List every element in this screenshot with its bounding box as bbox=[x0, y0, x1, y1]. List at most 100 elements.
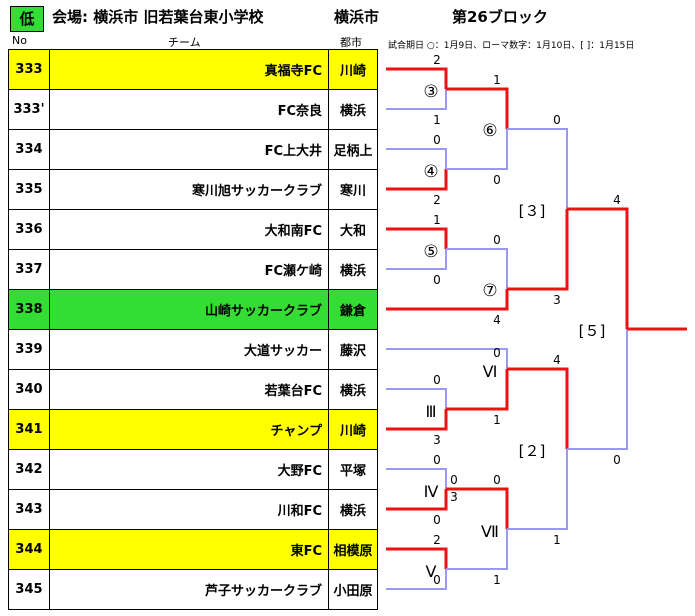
bracket-line bbox=[386, 569, 447, 590]
team-number: 339 bbox=[8, 329, 50, 370]
team-name: 東FC bbox=[49, 529, 329, 570]
score: 0 bbox=[433, 273, 441, 287]
team-name: FC瀬ケ崎 bbox=[49, 249, 329, 290]
score: 3 bbox=[450, 490, 458, 504]
score: 0 bbox=[433, 453, 441, 467]
bracket-line bbox=[386, 227, 448, 249]
bracket-line bbox=[386, 67, 448, 89]
team-name: 大野FC bbox=[49, 449, 329, 490]
score: 3 bbox=[433, 433, 441, 447]
bracket-line bbox=[446, 487, 509, 529]
bracket-line bbox=[386, 169, 448, 191]
bracket-line bbox=[507, 128, 568, 209]
team-city: 川崎 bbox=[328, 49, 378, 90]
team-city: 横浜 bbox=[328, 249, 378, 290]
team-number: 337 bbox=[8, 249, 50, 290]
match-VI-label: Ⅵ bbox=[483, 362, 498, 381]
round-5-label: [５] bbox=[579, 322, 606, 340]
bracket-line bbox=[386, 249, 447, 270]
team-name: FC上大井 bbox=[49, 129, 329, 170]
match-4-label: ④ bbox=[423, 162, 438, 182]
team-name: 川和FC bbox=[49, 489, 329, 530]
match-3-label: ③ bbox=[423, 82, 438, 102]
team-name: 山崎サッカークラブ bbox=[49, 289, 329, 330]
match-IV-label: Ⅳ bbox=[424, 482, 439, 501]
team-name: 真福寺FC bbox=[49, 49, 329, 90]
team-number: 334 bbox=[8, 129, 50, 170]
bracket-line bbox=[386, 468, 447, 489]
team-city: 川崎 bbox=[328, 409, 378, 450]
score: 0 bbox=[613, 453, 621, 467]
bracket-line bbox=[386, 289, 509, 311]
bracket-line bbox=[446, 87, 509, 129]
team-number: 335 bbox=[8, 169, 50, 210]
score: 1 bbox=[433, 213, 441, 227]
team-number: 336 bbox=[8, 209, 50, 250]
match-V-label: Ⅴ bbox=[426, 562, 437, 581]
team-city: 足柄上 bbox=[328, 129, 378, 170]
score: 4 bbox=[613, 193, 621, 207]
match-6-label: ⑥ bbox=[482, 121, 497, 141]
bracket-line bbox=[386, 388, 447, 409]
round-3-label: [３] bbox=[519, 202, 546, 220]
round-2-label: [２] bbox=[519, 442, 546, 460]
team-city: 平塚 bbox=[328, 449, 378, 490]
bracket-line bbox=[386, 547, 448, 569]
team-city: 横浜 bbox=[328, 89, 378, 130]
column-header-team: チーム bbox=[168, 36, 201, 49]
team-name: 芦子サッカークラブ bbox=[49, 569, 329, 610]
team-name: 大道サッカー bbox=[49, 329, 329, 370]
match-7-label: ⑦ bbox=[482, 281, 497, 301]
score: 0 bbox=[493, 473, 501, 487]
team-city: 藤沢 bbox=[328, 329, 378, 370]
team-number: 344 bbox=[8, 529, 50, 570]
team-city: 鎌倉 bbox=[328, 289, 378, 330]
bracket-line bbox=[507, 367, 569, 449]
column-header-city: 都市 bbox=[340, 36, 362, 49]
score: 4 bbox=[493, 313, 501, 327]
team-number: 345 bbox=[8, 569, 50, 610]
score: 0 bbox=[433, 373, 441, 387]
bracket-line bbox=[386, 489, 448, 511]
bracket-line bbox=[446, 129, 508, 170]
match-5-label: ⑤ bbox=[423, 242, 438, 262]
bracket-line bbox=[386, 89, 447, 110]
team-number: 343 bbox=[8, 489, 50, 530]
team-row: 333'FC奈良横浜 bbox=[8, 89, 378, 130]
schedule-note: 試合期日 ○：1月9日、ローマ数字：1月10日、[ ]：1月15日 bbox=[388, 41, 635, 51]
bracket-line bbox=[507, 209, 569, 291]
team-city: 大和 bbox=[328, 209, 378, 250]
score: 1 bbox=[493, 413, 501, 427]
score: 1 bbox=[493, 573, 501, 587]
team-city: 横浜 bbox=[328, 489, 378, 530]
bracket-line bbox=[386, 409, 448, 431]
bracket-line bbox=[386, 148, 447, 169]
bracket-line bbox=[507, 449, 568, 530]
bracket-line bbox=[446, 248, 508, 289]
column-header-no: No bbox=[12, 34, 27, 47]
bracket-line bbox=[567, 207, 629, 329]
score: 0 bbox=[493, 346, 501, 360]
score: 0 bbox=[493, 233, 501, 247]
match-III-label: Ⅲ bbox=[425, 402, 436, 421]
bracket-line bbox=[386, 348, 508, 369]
team-number: 341 bbox=[8, 409, 50, 450]
team-city: 横浜 bbox=[328, 369, 378, 410]
score: 0 bbox=[433, 573, 441, 587]
team-name: 大和南FC bbox=[49, 209, 329, 250]
score: 1 bbox=[493, 73, 501, 87]
score: 2 bbox=[433, 533, 441, 547]
team-number: 333 bbox=[8, 49, 50, 90]
